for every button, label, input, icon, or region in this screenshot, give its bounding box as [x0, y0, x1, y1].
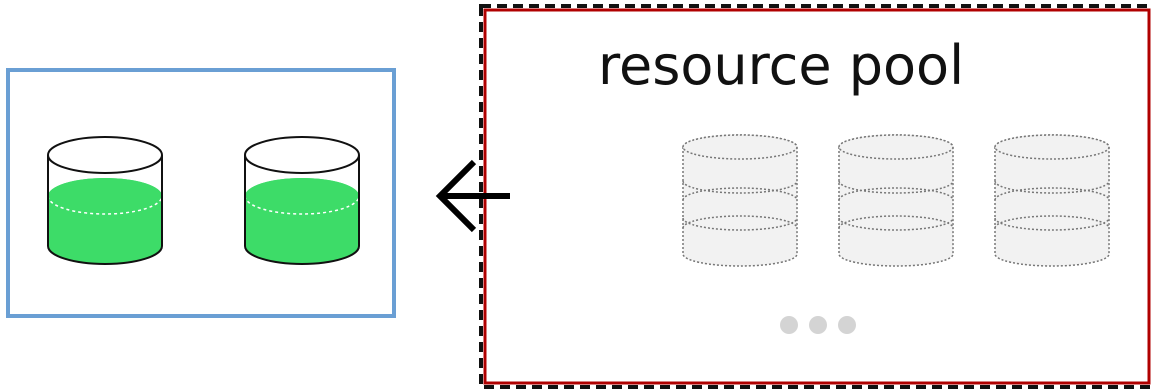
pool-dashed-border: [479, 4, 1151, 389]
liquid-surface: [48, 178, 162, 214]
stacked-database-icon: [838, 134, 954, 267]
liquid-surface: [245, 178, 359, 214]
database-icon: [47, 136, 163, 265]
arrow-left-icon: [435, 159, 510, 233]
stacked-database-icon: [994, 134, 1110, 267]
allocated-resources-box: [6, 68, 396, 318]
ellipsis-icon: [780, 316, 856, 334]
database-icon: [244, 136, 360, 265]
resource-pool-box: resource pool: [479, 4, 1151, 389]
stacked-database-icon: [682, 134, 798, 267]
pool-title: resource pool: [598, 34, 964, 97]
